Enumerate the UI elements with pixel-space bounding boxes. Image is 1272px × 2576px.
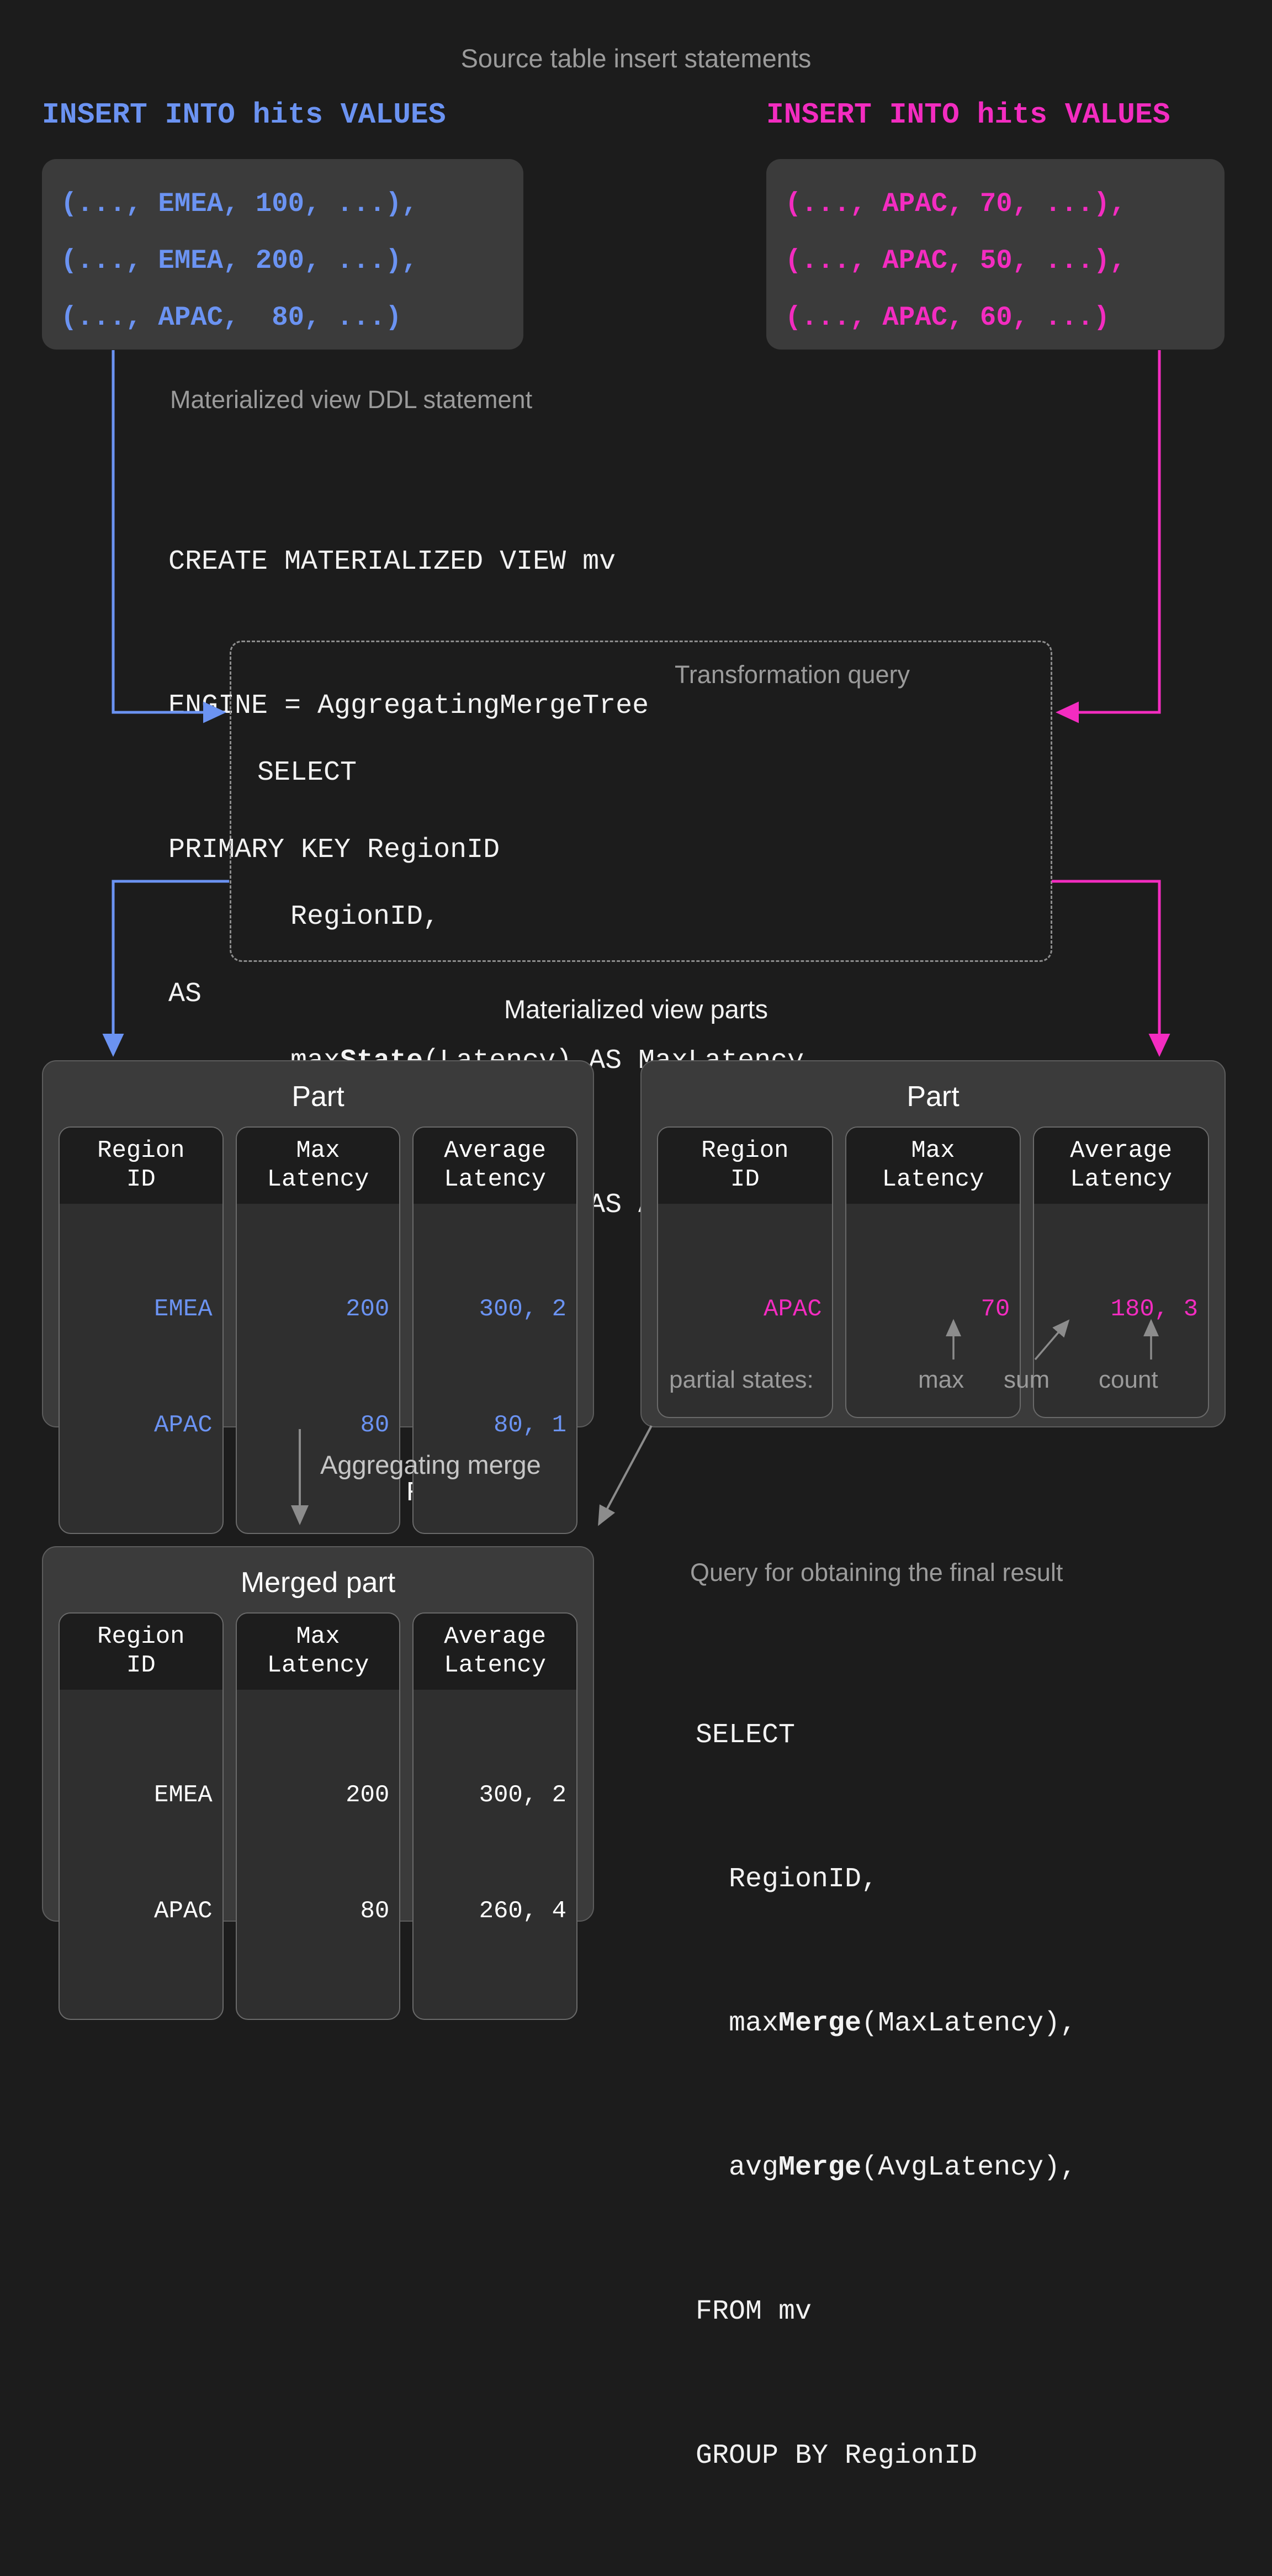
insert-row: (..., APAC, 50, ...), [785, 245, 1126, 276]
aggregating-merge-label: Aggregating merge [320, 1450, 541, 1479]
ddl-title: Materialized view DDL statement [170, 385, 533, 414]
cell: 300, 2 [479, 1295, 567, 1323]
ddl-line: CREATE MATERIALIZED VIEW mv [168, 546, 616, 578]
insert-statement-header-left: INSERT INTO hits VALUES [42, 98, 446, 131]
mv-part-right: Part Region ID APAC Max Latency 70 Avera… [640, 1060, 1226, 1427]
ddl-line: PRIMARY KEY RegionID [168, 834, 500, 866]
merged-part-columns: Region ID EMEA APAC Max Latency 200 80 A… [43, 1599, 593, 2020]
arrow-query-to-part-right [1052, 880, 1170, 1057]
column-region-id: Region ID EMEA APAC [59, 1126, 224, 1534]
query-line: RegionID, [696, 1864, 878, 1895]
diagram-canvas: Source table insert statements INSERT IN… [42, 44, 1226, 2472]
query-fragment: (AvgLatency), [861, 2152, 1077, 2183]
insert-row: (..., APAC, 60, ...) [785, 302, 1110, 333]
column-header: Region ID [658, 1128, 832, 1204]
column-header: Max Latency [846, 1128, 1020, 1204]
cell: 260, 4 [479, 1897, 567, 1925]
query-fragment: avg [696, 2152, 779, 2183]
column-header: Average Latency [414, 1128, 577, 1204]
query-fragment-bold: Merge [778, 2152, 862, 2183]
column-max-latency: Max Latency 70 [845, 1126, 1021, 1418]
column-values: EMEA APAC [60, 1204, 222, 1533]
query-fragment: (MaxLatency), [861, 2008, 1077, 2039]
part-columns: Region ID APAC Max Latency 70 Average La… [642, 1113, 1225, 1418]
column-values: APAC [658, 1204, 832, 1417]
cell: 80 [360, 1411, 390, 1439]
query-line: FROM mv [696, 2296, 812, 2328]
cell: EMEA [154, 1295, 213, 1323]
column-average-latency: Average Latency 300, 2 80, 1 [412, 1126, 578, 1534]
mv-parts-title: Materialized view parts [504, 995, 768, 1024]
source-inserts-title: Source table insert statements [460, 44, 812, 73]
insert-values-card-left: (..., EMEA, 100, ...), (..., EMEA, 200, … [42, 159, 523, 350]
query-line: SELECT [257, 757, 357, 789]
cell: APAC [154, 1897, 213, 1925]
column-values: 300, 2 260, 4 [414, 1690, 576, 2019]
cell: 80 [360, 1897, 390, 1925]
cell: 200 [346, 1295, 390, 1323]
transformation-query-box [230, 641, 1052, 962]
part-columns: Region ID EMEA APAC Max Latency 200 80 A… [43, 1113, 593, 1534]
query-line: SELECT [696, 1720, 796, 1751]
query-line: maxMerge(MaxLatency), [696, 2000, 1077, 2048]
cell: 80, 1 [493, 1411, 567, 1439]
transformation-query-title: Transformation query [675, 660, 910, 689]
column-max-latency: Max Latency 200 80 [235, 1126, 401, 1534]
column-values: 70 [846, 1204, 1020, 1417]
insert-values-card-right: (..., APAC, 70, ...), (..., APAC, 50, ..… [766, 159, 1225, 350]
insert-row: (..., EMEA, 100, ...), [61, 188, 418, 219]
final-query-title: Query for obtaining the final result [690, 1558, 1063, 1586]
part-title: Part [907, 1081, 960, 1113]
merged-part-title: Merged part [240, 1567, 396, 1599]
column-header: Region ID [60, 1128, 222, 1204]
column-header: Average Latency [414, 1614, 577, 1690]
column-region-id: Region ID EMEA APAC [59, 1612, 224, 2020]
column-header: Average Latency [1034, 1128, 1209, 1204]
column-header: Max Latency [236, 1128, 400, 1204]
part-title: Part [292, 1081, 344, 1113]
cell: APAC [764, 1295, 822, 1323]
column-average-latency: Average Latency 180, 3 [1033, 1126, 1210, 1418]
cell: APAC [154, 1411, 213, 1439]
partial-states-label: partial states: [669, 1366, 814, 1393]
cell: EMEA [154, 1781, 213, 1809]
column-values: 200 80 [237, 1204, 400, 1533]
insert-row: (..., APAC, 70, ...), [785, 188, 1126, 219]
column-values: 200 80 [237, 1690, 400, 2019]
query-fragment-bold: Merge [778, 2008, 862, 2039]
insert-row: (..., APAC, 80, ...) [61, 302, 402, 333]
column-header: Region ID [60, 1614, 222, 1690]
query-line: GROUP BY RegionID [696, 2440, 978, 2472]
cell: 200 [346, 1781, 390, 1809]
partial-state-count: count [1099, 1366, 1158, 1393]
column-values: EMEA APAC [60, 1690, 222, 2019]
column-values: 180, 3 [1034, 1204, 1208, 1417]
cell: 300, 2 [479, 1781, 567, 1809]
insert-statement-header-right: INSERT INTO hits VALUES [766, 98, 1170, 131]
partial-state-max: max [918, 1366, 964, 1393]
arrow-insert-right-to-query [1055, 350, 1161, 723]
column-average-latency: Average Latency 300, 2 260, 4 [412, 1612, 578, 2020]
cell: 70 [981, 1295, 1010, 1323]
insert-row: (..., EMEA, 200, ...), [61, 245, 418, 276]
partial-state-sum: sum [1004, 1366, 1050, 1393]
column-values: 300, 2 80, 1 [414, 1204, 576, 1533]
final-query-code: SELECT RegionID, maxMerge(MaxLatency), a… [696, 1615, 1077, 2576]
mv-part-left: Part Region ID EMEA APAC Max Latency 200… [42, 1060, 594, 1534]
query-line: RegionID, [257, 901, 440, 933]
column-region-id: Region ID APAC [657, 1126, 833, 1418]
column-header: Max Latency [236, 1614, 400, 1690]
cell: 180, 3 [1110, 1295, 1199, 1323]
column-max-latency: Max Latency 200 80 [235, 1612, 401, 2020]
merged-part: Merged part Region ID EMEA APAC Max Late… [42, 1546, 594, 2020]
query-fragment: max [696, 2008, 779, 2039]
query-line: avgMerge(AvgLatency), [696, 2144, 1077, 2192]
